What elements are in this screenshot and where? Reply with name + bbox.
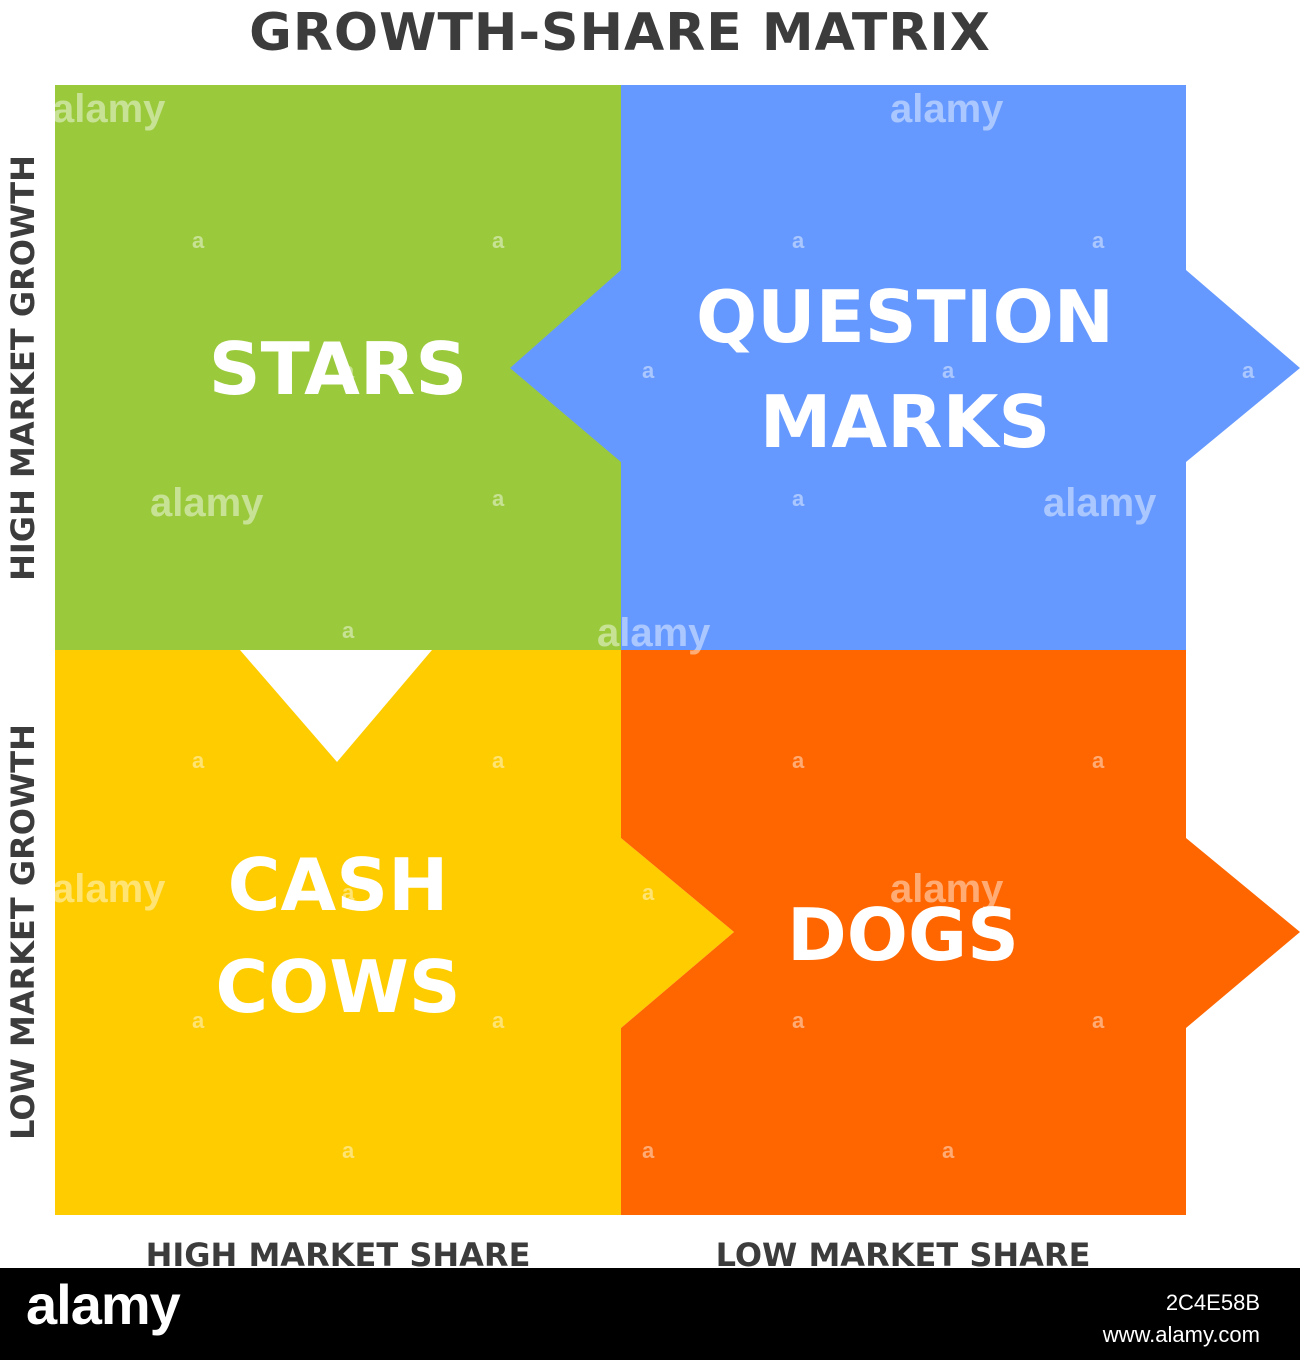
watermark-letter: a xyxy=(642,1138,655,1163)
footer-url: www.alamy.com xyxy=(1102,1322,1260,1347)
watermark-letter: a xyxy=(1092,228,1105,253)
watermark-letter: a xyxy=(792,228,805,253)
y-axis-label-high-growth: HIGH MARKET GROWTH xyxy=(4,155,42,581)
watermark-letter: a xyxy=(642,880,655,905)
watermark-text: alamy xyxy=(150,481,264,525)
watermark-letter: a xyxy=(792,486,805,511)
image-id: 2C4E58B xyxy=(1165,1290,1260,1315)
question-marks-label-line1: QUESTION xyxy=(696,275,1114,359)
watermark-letter: a xyxy=(492,1008,505,1033)
watermark-letter: a xyxy=(792,748,805,773)
question-marks-label-line2: MARKS xyxy=(760,380,1050,464)
watermark-letter: a xyxy=(942,358,955,383)
watermark-text: alamy xyxy=(890,867,1004,911)
watermark-letter: a xyxy=(192,1008,205,1033)
watermark-text: alamy xyxy=(52,87,166,131)
watermark-letter: a xyxy=(642,358,655,383)
watermark-letter: a xyxy=(942,1138,955,1163)
diagram-title: GROWTH-SHARE MATRIX xyxy=(249,3,991,63)
stars-label: STARS xyxy=(209,327,467,411)
watermark-letter: a xyxy=(192,748,205,773)
watermark-letter: a xyxy=(192,228,205,253)
x-axis-label-low-share: LOW MARKET SHARE xyxy=(716,1236,1091,1268)
watermark-overlay: alamy alamy alamy alamy alamy alamy alam… xyxy=(52,87,1255,1163)
watermark-letter: a xyxy=(792,1008,805,1033)
footer-logo: alamy xyxy=(26,1273,181,1336)
cash-cows-quadrant xyxy=(55,650,734,1215)
stars-quadrant xyxy=(55,85,621,650)
watermark-letter: a xyxy=(1092,1008,1105,1033)
watermark-text: alamy xyxy=(597,611,711,655)
question-marks-quadrant xyxy=(510,85,1300,650)
watermark-letter: a xyxy=(342,880,355,905)
cash-cows-label-line2: COWS xyxy=(215,945,460,1029)
watermark-letter: a xyxy=(342,358,355,383)
watermark-text: alamy xyxy=(52,867,166,911)
watermark-letter: a xyxy=(492,486,505,511)
growth-share-matrix: alamy alamy alamy alamy alamy alamy alam… xyxy=(4,85,1300,1268)
dogs-label: DOGS xyxy=(787,893,1019,977)
watermark-letter: a xyxy=(492,748,505,773)
watermark-letter: a xyxy=(1242,358,1255,383)
watermark-letter: a xyxy=(342,1138,355,1163)
y-axis-label-low-growth: LOW MARKET GROWTH xyxy=(4,724,42,1140)
watermark-text: alamy xyxy=(1043,481,1157,525)
watermark-letter: a xyxy=(1092,748,1105,773)
watermark-letter: a xyxy=(492,228,505,253)
watermark-text: alamy xyxy=(890,87,1004,131)
x-axis-label-high-share: HIGH MARKET SHARE xyxy=(146,1236,531,1268)
stock-footer-bar: alamy 2C4E58B www.alamy.com xyxy=(0,1268,1300,1360)
dogs-quadrant xyxy=(621,650,1300,1215)
cash-cows-label-line1: CASH xyxy=(228,843,449,927)
watermark-letter: a xyxy=(342,618,355,643)
